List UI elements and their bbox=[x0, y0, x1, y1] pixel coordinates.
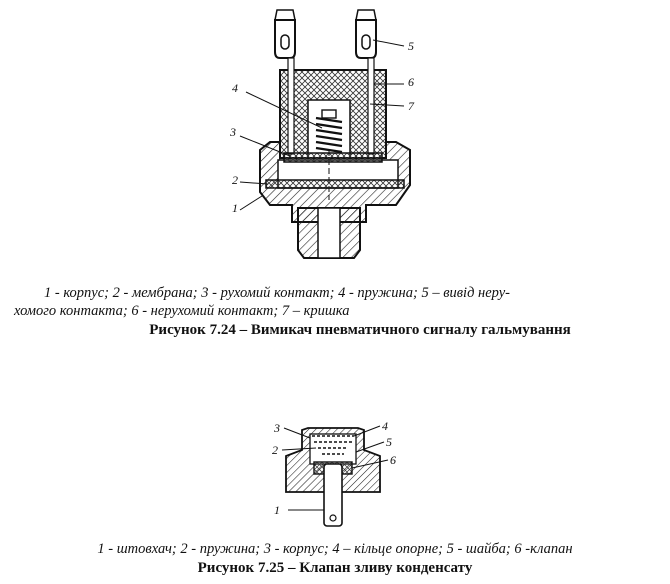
callout-2: 2 bbox=[232, 173, 238, 187]
figure-legend-line-2: хомого контакта; 6 - нерухомий контакт; … bbox=[14, 303, 350, 319]
callout-4: 4 bbox=[232, 81, 238, 95]
callout-2: 2 bbox=[272, 443, 278, 457]
figure-title: Рисунок 7.24 – Вимикач пневматичного сиг… bbox=[149, 322, 571, 338]
callout-4: 4 bbox=[382, 419, 388, 433]
callout-7: 7 bbox=[408, 99, 415, 113]
condensate-valve-drawing: 1 2 3 4 5 6 bbox=[262, 412, 402, 530]
callout-3: 3 bbox=[229, 125, 236, 139]
callout-3: 3 bbox=[273, 421, 280, 435]
figure-legend: 1 - штовхач; 2 - пружина; 3 - корпус; 4 … bbox=[97, 541, 573, 557]
figure-title: Рисунок 7.25 – Клапан зливу конденсату bbox=[197, 560, 473, 576]
callout-5: 5 bbox=[408, 39, 414, 53]
brake-signal-switch-drawing: 1 2 3 4 5 6 7 bbox=[218, 0, 438, 262]
callout-6: 6 bbox=[408, 75, 414, 89]
callout-5: 5 bbox=[386, 435, 392, 449]
callout-6: 6 bbox=[390, 453, 396, 467]
figure-legend-line-1: 1 - корпус; 2 - мембрана; 3 - рухомий ко… bbox=[44, 285, 510, 301]
callout-1: 1 bbox=[232, 201, 238, 215]
callout-1: 1 bbox=[274, 503, 280, 517]
